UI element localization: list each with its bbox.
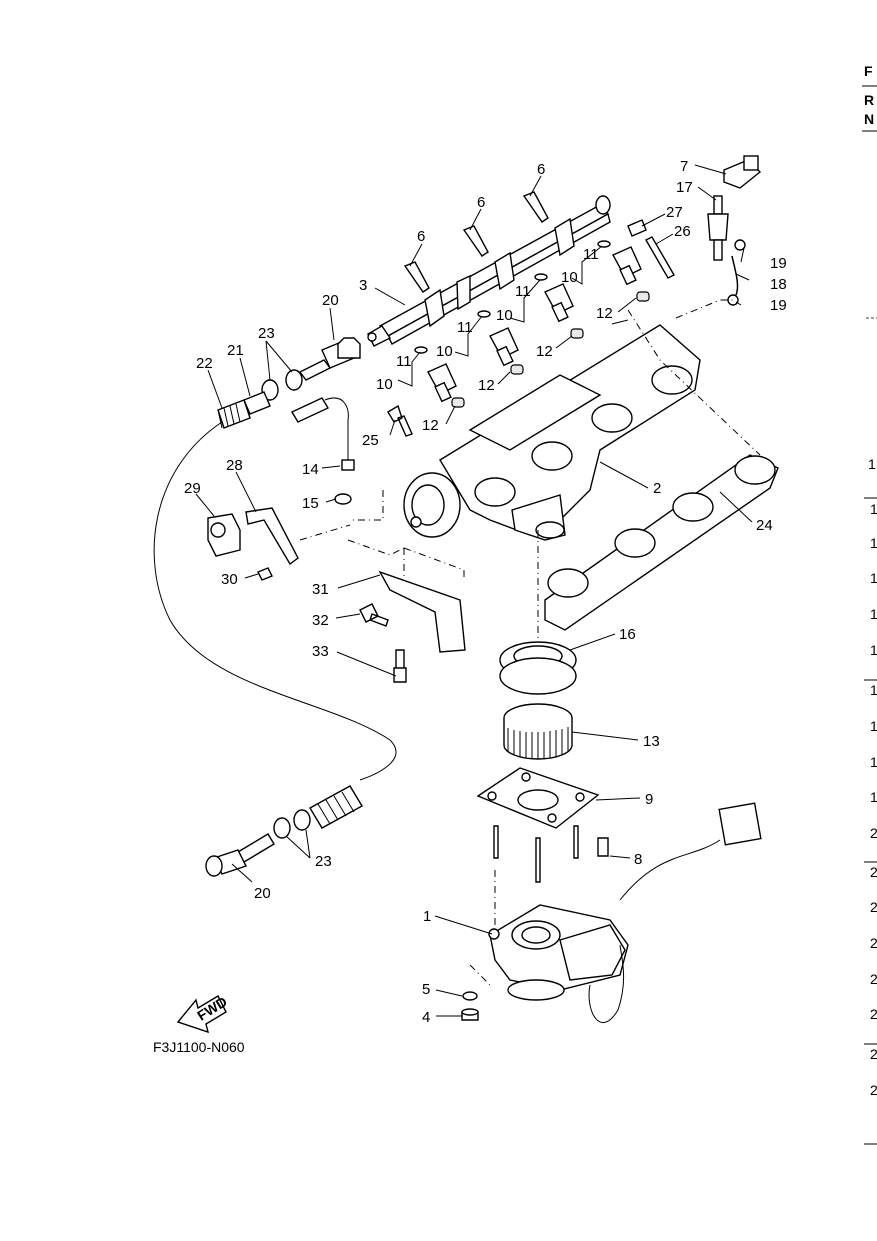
callout-label: 11 [396, 353, 412, 370]
header-letter: F [864, 63, 873, 79]
fragment-digit: 1 [870, 501, 877, 517]
callout-label: 13 [643, 733, 660, 750]
callout-label: 30 [221, 571, 238, 588]
callout-label: 6 [417, 228, 425, 245]
callout-label: 7 [680, 158, 688, 175]
fragment-digit: 2 [870, 1046, 877, 1062]
right-column-header: F R N [862, 63, 877, 319]
callout-numbers: 3 6 6 6 7 17 27 26 19 18 19 11 10 11 10 … [184, 158, 787, 1026]
callout-label: 21 [227, 342, 244, 359]
callout-label: 23 [315, 853, 332, 870]
callout-label: 5 [422, 981, 430, 998]
fragment-digit: 1 [870, 642, 877, 658]
seal-16 [499, 641, 577, 695]
callout-label: 10 [561, 269, 578, 286]
header-letter: N [864, 111, 874, 127]
callout-label: 10 [376, 376, 393, 393]
injector-seals [451, 291, 650, 408]
callout-label: 31 [312, 581, 329, 598]
callout-label: 20 [322, 292, 339, 309]
fragment-digit: 1 [870, 789, 877, 805]
callout-label: 23 [258, 325, 275, 342]
fragment-digit: 1 [870, 718, 877, 734]
callout-label: 4 [422, 1009, 430, 1026]
fragment-digit: 2 [870, 971, 877, 987]
fragment-digit: 2 [870, 825, 877, 841]
nut-washer [461, 991, 479, 1021]
callout-label: 19 [770, 297, 787, 314]
fragment-digit: 2 [870, 899, 877, 915]
manifold-gasket [544, 454, 779, 631]
pressure-sensor-group [627, 155, 762, 306]
bolt-25 [387, 404, 413, 437]
intake-manifold [403, 324, 701, 541]
callout-label: 11 [515, 283, 531, 300]
fragment-digit: 1 [868, 456, 876, 472]
callout-label: 10 [496, 307, 513, 324]
callout-label: 9 [645, 791, 653, 808]
callout-label: 10 [436, 343, 453, 360]
callout-label: 28 [226, 457, 243, 474]
callout-label: 27 [666, 204, 683, 221]
fragment-digit: 2 [870, 935, 877, 951]
fragment-digit: 1 [870, 682, 877, 698]
callout-label: 1 [423, 908, 431, 925]
leader-lines [195, 164, 753, 1017]
callout-label: 11 [583, 246, 599, 263]
rail-bolts [403, 191, 549, 293]
callout-label: 18 [770, 276, 787, 293]
temp-sensor-group-bottom [205, 785, 363, 877]
temp-sensor-14 [291, 397, 355, 505]
callout-label: 26 [674, 223, 691, 240]
throttle-body-1 [488, 802, 762, 1024]
callout-label: 19 [770, 255, 787, 272]
callout-label: 6 [537, 161, 545, 178]
callout-label: 2 [653, 480, 661, 497]
callout-label: 12 [536, 343, 553, 360]
callout-label: 29 [184, 480, 201, 497]
callout-label: 12 [422, 417, 439, 434]
callout-label: 16 [619, 626, 636, 643]
callout-label: 24 [756, 517, 773, 534]
fuel-injectors [414, 240, 642, 403]
callout-label: 20 [254, 885, 271, 902]
callout-label: 3 [359, 277, 367, 294]
assembly-lines [299, 299, 761, 986]
fragment-digit: 1 [870, 754, 877, 770]
fwd-arrow: FWD [176, 993, 230, 1034]
fragment-digit: 1 [870, 570, 877, 586]
callout-label: 12 [596, 305, 613, 322]
flame-arrester-13 [503, 703, 573, 760]
bracket-31-group [359, 547, 466, 683]
callout-label: 33 [312, 643, 329, 660]
spacer-plate-9 [476, 767, 609, 883]
callout-label: 6 [477, 194, 485, 211]
header-letter: R [864, 92, 874, 108]
fragment-digit: 2 [870, 1006, 877, 1022]
fragment-digit: 2 [870, 1082, 877, 1098]
diagram-code: F3J1100-N060 [153, 1039, 245, 1055]
fragment-digit: 1 [870, 535, 877, 551]
callout-label: 12 [478, 377, 495, 394]
callout-label: 8 [634, 851, 642, 868]
fragment-digit: 2 [870, 864, 877, 880]
callout-label: 14 [302, 461, 319, 478]
temp-sensor-group-top [217, 337, 361, 429]
callout-label: 15 [302, 495, 319, 512]
callout-label: 17 [676, 179, 693, 196]
callout-label: 22 [196, 355, 213, 372]
fragment-digit: 1 [870, 606, 877, 622]
fuel-rail [367, 195, 611, 347]
right-column-fragments: 1 1 1 1 1 1 1 1 1 1 2 2 2 2 2 2 2 2 [864, 456, 877, 1145]
callout-label: 32 [312, 612, 329, 629]
callout-label: 25 [362, 432, 379, 449]
callout-label: 11 [457, 319, 473, 336]
bracket-group [207, 507, 299, 581]
sensor-cable [153, 421, 397, 781]
